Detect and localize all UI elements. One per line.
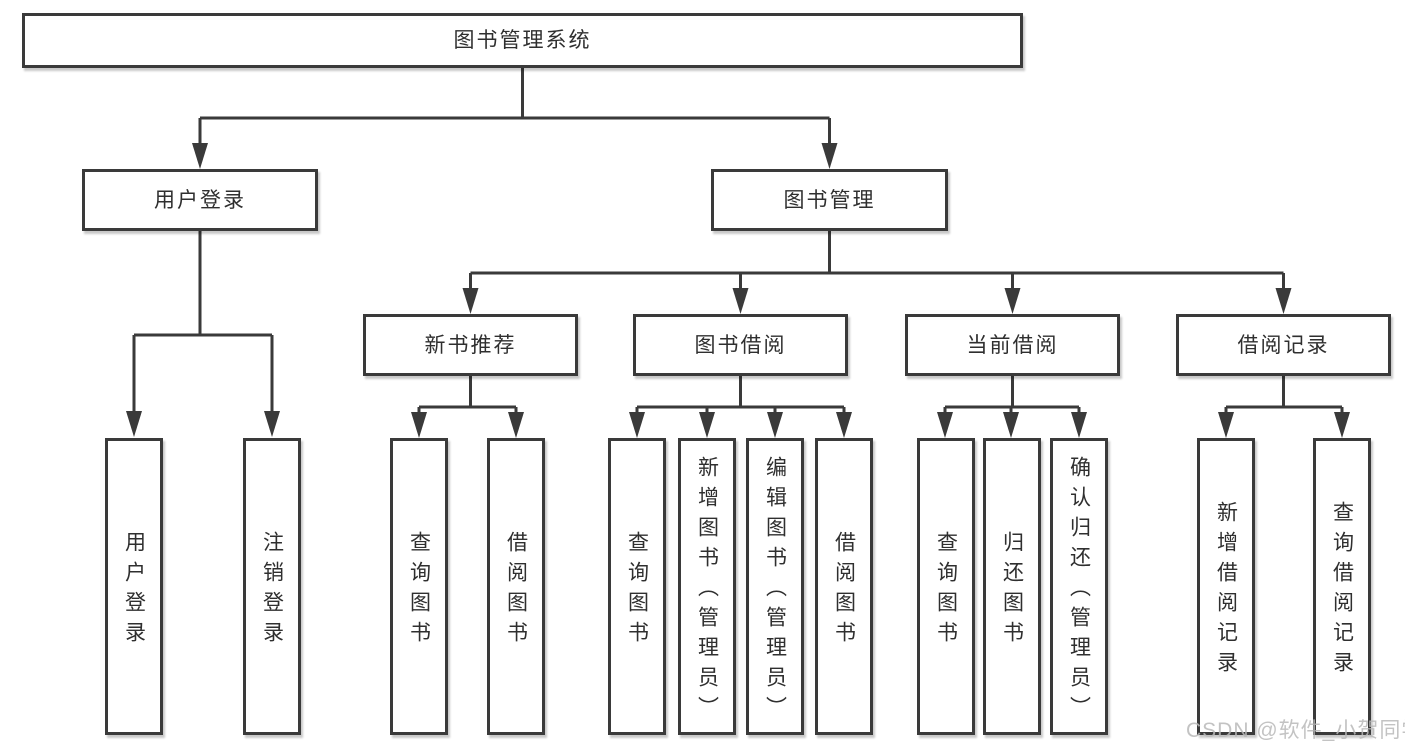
node-label: 新增借阅记录 bbox=[1214, 501, 1238, 681]
node-borrow-record: 借阅记录 bbox=[1176, 314, 1391, 376]
node-label: 借阅图书 bbox=[832, 531, 856, 651]
node-label: 图书借阅 bbox=[694, 333, 787, 357]
node-root-library-system: 图书管理系统 bbox=[22, 13, 1023, 68]
node-label: 查询图书 bbox=[407, 531, 431, 651]
node-label: 查询借阅记录 bbox=[1330, 501, 1354, 681]
node-book-management: 图书管理 bbox=[711, 169, 948, 231]
leaf-user-login: 用户登录 bbox=[105, 438, 163, 735]
node-label: 新增图书（管理员） bbox=[695, 456, 719, 726]
leaf-recommend-query-book: 查询图书 bbox=[390, 438, 448, 735]
leaf-borrow-borrow-book: 借阅图书 bbox=[815, 438, 873, 735]
node-label: 新书推荐 bbox=[424, 333, 517, 357]
node-label: 图书管理系统 bbox=[453, 29, 592, 52]
node-label: 确认归还（管理员） bbox=[1067, 456, 1091, 726]
node-current-borrow: 当前借阅 bbox=[905, 314, 1120, 376]
node-label: 归还图书 bbox=[1000, 531, 1024, 651]
node-label: 编辑图书（管理员） bbox=[763, 456, 787, 726]
node-book-borrow: 图书借阅 bbox=[633, 314, 848, 376]
node-user-login-branch: 用户登录 bbox=[82, 169, 318, 231]
node-label: 用户登录 bbox=[122, 531, 146, 651]
leaf-record-query-borrow-record: 查询借阅记录 bbox=[1313, 438, 1371, 735]
node-label: 借阅图书 bbox=[504, 531, 528, 651]
leaf-current-return-book: 归还图书 bbox=[983, 438, 1041, 735]
leaf-current-query-book: 查询图书 bbox=[917, 438, 975, 735]
leaf-recommend-borrow-book: 借阅图书 bbox=[487, 438, 545, 735]
node-label: 用户登录 bbox=[154, 188, 246, 212]
leaf-borrow-query-book: 查询图书 bbox=[608, 438, 666, 735]
node-label: 查询图书 bbox=[934, 531, 958, 651]
csdn-watermark: CSDN @软件_小贺同学 bbox=[1186, 719, 1405, 742]
node-label: 借阅记录 bbox=[1237, 333, 1330, 357]
node-label: 注销登录 bbox=[260, 531, 284, 651]
leaf-user-logout: 注销登录 bbox=[243, 438, 301, 735]
leaf-current-confirm-return-admin: 确认归还（管理员） bbox=[1050, 438, 1108, 735]
node-label: 图书管理 bbox=[783, 188, 876, 212]
node-label: 查询图书 bbox=[625, 531, 649, 651]
leaf-record-add-borrow-record: 新增借阅记录 bbox=[1197, 438, 1255, 735]
leaf-borrow-add-book-admin: 新增图书（管理员） bbox=[678, 438, 736, 735]
node-new-book-recommend: 新书推荐 bbox=[363, 314, 578, 376]
node-label: 当前借阅 bbox=[966, 333, 1059, 357]
leaf-borrow-edit-book-admin: 编辑图书（管理员） bbox=[746, 438, 804, 735]
